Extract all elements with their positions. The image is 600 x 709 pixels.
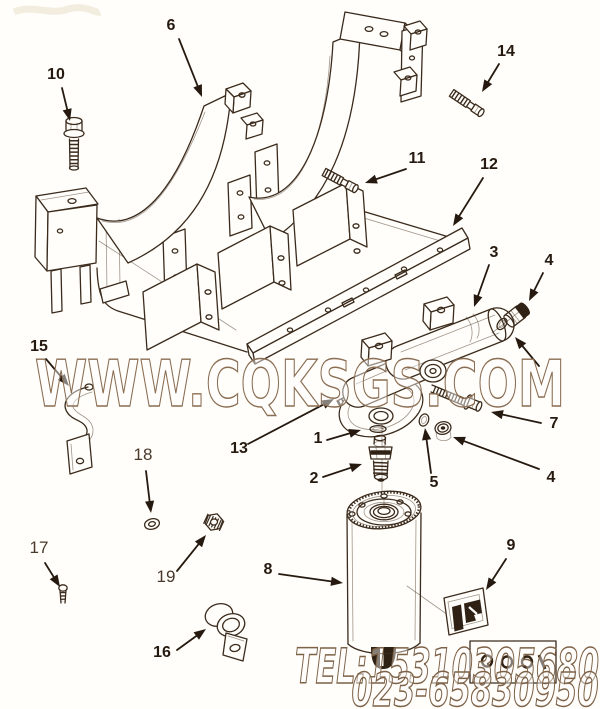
callout-arrow-7 [501, 413, 542, 424]
callout-label-15: 15 [30, 338, 48, 355]
callout-arrowhead-4 [529, 288, 539, 301]
tray-gussets [142, 182, 368, 351]
callout-arrow-17 [44, 562, 55, 578]
callout-arrow-10 [61, 87, 69, 111]
callout-label-18: 18 [134, 445, 153, 464]
callout-arrowhead-2 [349, 463, 362, 473]
callout-label-13: 13 [230, 440, 248, 457]
saddle-bracket-left [96, 82, 264, 264]
small-o-ring [418, 413, 430, 427]
callout-arrow-12 [458, 177, 484, 217]
callout-arrowhead-14 [482, 79, 493, 92]
callout-label-11: 11 [409, 150, 426, 167]
callout-label-17: 17 [30, 538, 49, 557]
callout-arrow-5 [425, 438, 432, 474]
connector-o-ring [369, 424, 387, 434]
callout-arrowhead-12 [453, 213, 464, 226]
callout-label-3: 3 [490, 244, 499, 261]
callout-label-19: 19 [157, 567, 176, 586]
nut-19 [202, 513, 226, 532]
callout-arrowhead-1 [348, 428, 361, 438]
callout-arrow-4 [533, 272, 544, 292]
callout-arrow-18 [145, 470, 151, 502]
callout-arrowhead-8 [330, 576, 343, 586]
callout-arrowhead-18 [145, 500, 155, 513]
base-front-rail [246, 227, 471, 365]
callout-arrow-4 [521, 345, 540, 367]
callout-label-7: 7 [550, 415, 559, 432]
callout-arrowhead-6 [193, 84, 202, 97]
callout-arrowhead-3 [473, 294, 483, 307]
callout-arrow-9 [491, 558, 507, 581]
watermark-site: WWW.CQKSGS.COM [35, 348, 565, 422]
callout-arrowhead-17 [49, 574, 60, 587]
label-logo [452, 604, 464, 632]
callout-arrow-4 [463, 440, 540, 470]
mounting-strap [64, 383, 94, 475]
callout-label-10: 10 [47, 66, 65, 83]
callout-arrowhead-10 [62, 108, 72, 121]
callout-arrow-19 [176, 543, 200, 572]
hex-bolt-10 [63, 116, 85, 171]
scan-artifact [12, 4, 102, 16]
hex-bolt-11 [321, 167, 359, 194]
callout-arrow-1 [326, 432, 351, 441]
callout-arrow-3 [477, 264, 490, 297]
callout-arrowhead-11 [365, 174, 378, 184]
callout-arrowhead-16 [193, 629, 206, 640]
filter-head [338, 296, 530, 494]
callout-label-5: 5 [430, 474, 439, 491]
hex-bolt-14 [448, 88, 485, 118]
callout-arrowhead-4 [515, 337, 527, 350]
fuel-filter [346, 490, 449, 669]
callout-arrowhead-4 [453, 436, 466, 446]
connector-fitting [368, 434, 393, 482]
callout-label-4: 4 [545, 252, 554, 269]
banjo-bolt [430, 384, 483, 412]
callout-arrowhead-13 [321, 399, 334, 409]
callout-label-16: 16 [153, 644, 171, 661]
plug [503, 302, 530, 328]
screw-17 [58, 584, 68, 604]
watermark-phone: 023-65830950 [352, 663, 599, 709]
callout-arrowhead-15 [57, 373, 69, 386]
callout-arrow-8 [278, 573, 333, 583]
small-nut [434, 420, 452, 442]
callout-arrowhead-5 [422, 428, 432, 441]
callout-arrow-15 [45, 358, 63, 378]
washer-18 [143, 517, 161, 531]
callout-arrow-13 [247, 403, 325, 445]
callout-label-12: 12 [480, 156, 498, 173]
callout-label-4: 4 [547, 469, 556, 486]
plug-o-ring [496, 317, 508, 331]
callout-arrowhead-7 [491, 410, 504, 420]
watermark-tel: TEL:15310305680 [295, 639, 599, 695]
callout-arrowhead-19 [194, 535, 206, 548]
callout-label-6: 6 [167, 17, 176, 34]
saddle-bracket-right [248, 11, 428, 242]
callout-arrow-6 [178, 38, 199, 87]
callout-label-8: 8 [264, 561, 273, 578]
hose-clamp-16 [204, 603, 248, 662]
callout-arrow-2 [322, 466, 352, 478]
callout-label-14: 14 [497, 43, 515, 60]
callout-arrow-16 [176, 635, 198, 651]
callout-arrowhead-9 [486, 577, 497, 590]
filter-label [443, 587, 489, 636]
callout-label-2: 2 [310, 470, 319, 487]
callout-arrow-14 [487, 63, 500, 83]
stamp-box [469, 640, 557, 684]
callout-label-9: 9 [507, 537, 516, 554]
callout-label-1: 1 [314, 430, 323, 447]
callout-arrow-11 [375, 168, 407, 181]
